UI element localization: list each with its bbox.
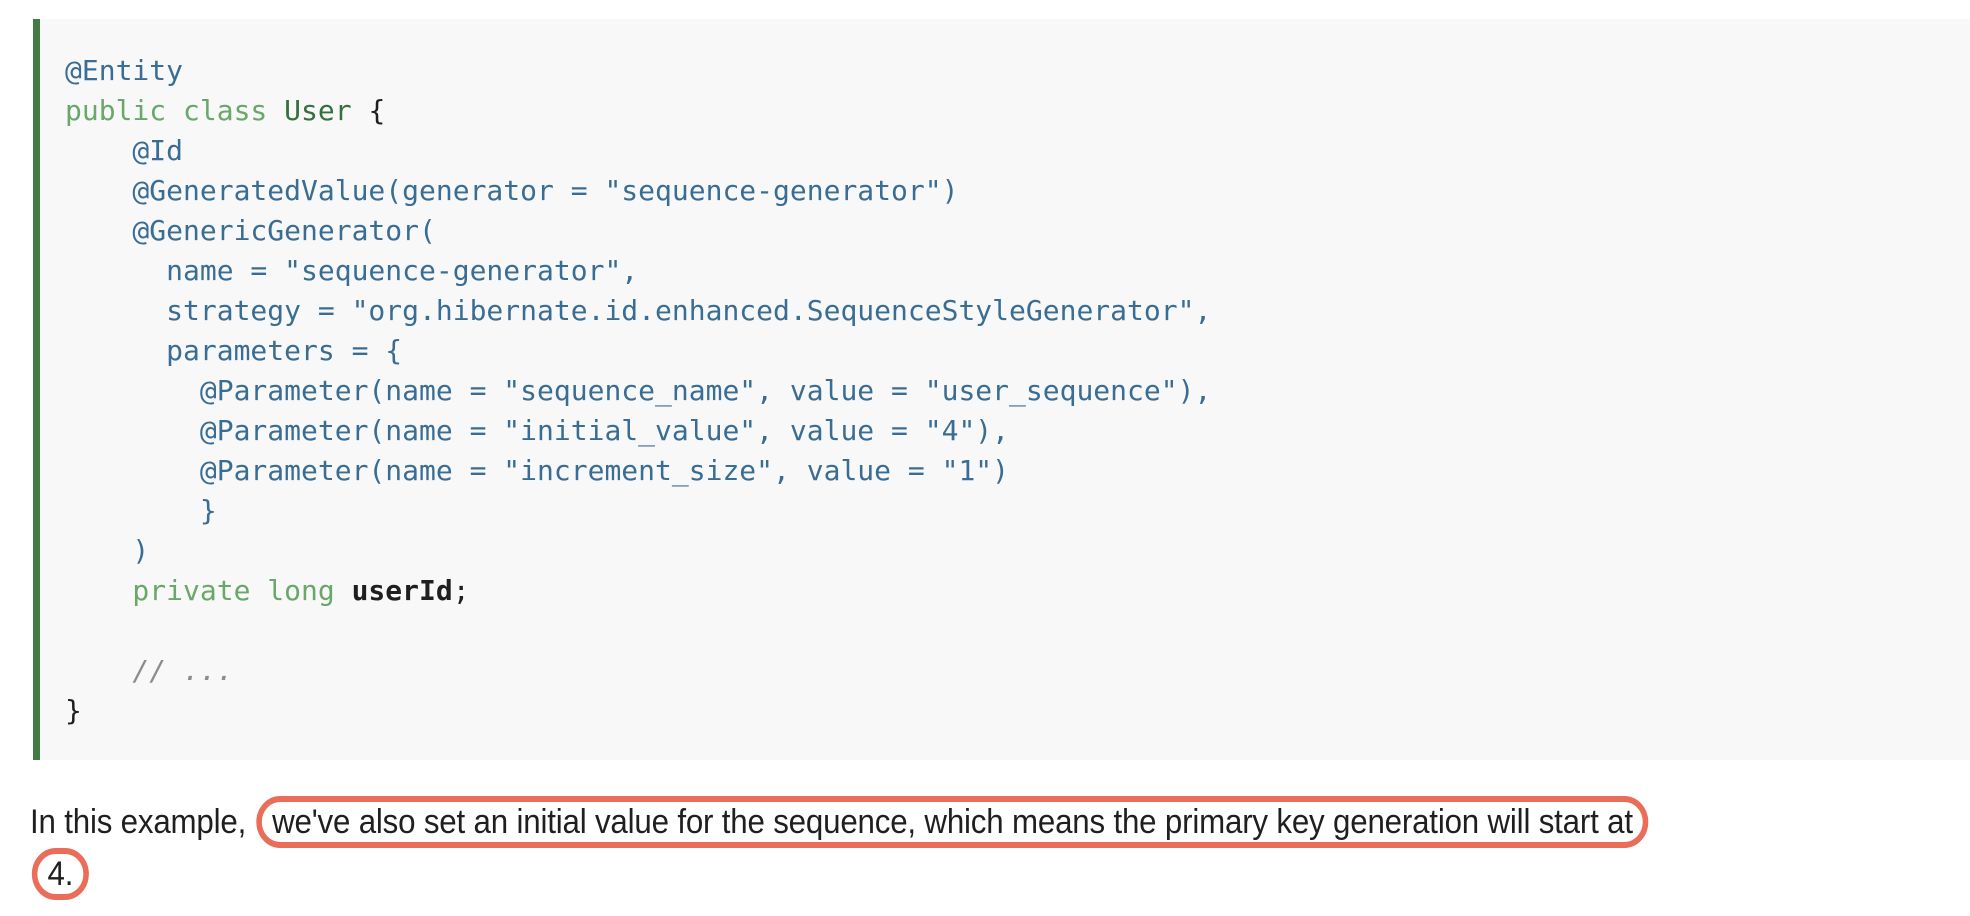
code-segment: @Parameter(name = "initial_value", value… bbox=[65, 414, 1010, 447]
code-segment: @Parameter(name = "sequence_name", value… bbox=[65, 374, 1212, 407]
code-segment: @Entity bbox=[65, 54, 184, 87]
paragraph-intro-text: In this example, bbox=[30, 803, 255, 841]
code-line: name = "sequence-generator", bbox=[65, 251, 1950, 291]
code-segment: } bbox=[65, 494, 217, 527]
code-segment: @GeneratedValue(generator = "sequence-ge… bbox=[65, 174, 959, 207]
code-segment: strategy = "org.hibernate.id.enhanced.Se… bbox=[65, 294, 1212, 327]
code-segment: @Parameter(name = "increment_size", valu… bbox=[65, 454, 1010, 487]
paragraph-line-1: In this example, we've also set an initi… bbox=[30, 796, 1815, 848]
code-segment: userId bbox=[351, 574, 453, 607]
code-line: @Entity bbox=[65, 51, 1950, 91]
annotation-circle-value: 4. bbox=[31, 848, 89, 900]
code-lines: @Entity public class User { @Id @Generate… bbox=[65, 51, 1950, 731]
paragraph-line-2: 4. bbox=[30, 848, 1815, 900]
code-line: @Parameter(name = "initial_value", value… bbox=[65, 411, 1950, 451]
code-line: strategy = "org.hibernate.id.enhanced.Se… bbox=[65, 291, 1950, 331]
code-line: @GenericGenerator( bbox=[65, 211, 1950, 251]
code-segment: public class bbox=[65, 94, 285, 127]
code-segment: parameters = { bbox=[65, 334, 403, 367]
paragraph: In this example, we've also set an initi… bbox=[30, 796, 1815, 900]
code-segment: // ... bbox=[65, 654, 234, 687]
code-segment: ; bbox=[452, 574, 470, 607]
code-line: @Parameter(name = "increment_size", valu… bbox=[65, 451, 1950, 491]
code-line: parameters = { bbox=[65, 331, 1950, 371]
code-line: @GeneratedValue(generator = "sequence-ge… bbox=[65, 171, 1950, 211]
code-segment: name = "sequence-generator", bbox=[65, 254, 639, 287]
code-segment: User bbox=[284, 94, 352, 127]
code-line: // ... bbox=[65, 651, 1950, 691]
code-line: private long userId; bbox=[65, 571, 1950, 611]
code-line: ) bbox=[65, 531, 1950, 571]
code-segment: @Id bbox=[65, 134, 184, 167]
code-segment: { bbox=[351, 94, 386, 127]
code-segment: ) bbox=[65, 534, 150, 567]
code-line: @Id bbox=[65, 131, 1950, 171]
code-block: @Entity public class User { @Id @Generate… bbox=[33, 19, 1970, 760]
code-segment: @GenericGenerator( bbox=[65, 214, 436, 247]
code-line: } bbox=[65, 691, 1950, 731]
code-line: } bbox=[65, 491, 1950, 531]
code-line: public class User { bbox=[65, 91, 1950, 131]
annotation-circle-phrase: we've also set an initial value for the … bbox=[256, 796, 1649, 848]
code-segment: private long bbox=[65, 574, 352, 607]
code-line bbox=[65, 611, 1950, 651]
code-segment: } bbox=[65, 694, 82, 727]
code-line: @Parameter(name = "sequence_name", value… bbox=[65, 371, 1950, 411]
